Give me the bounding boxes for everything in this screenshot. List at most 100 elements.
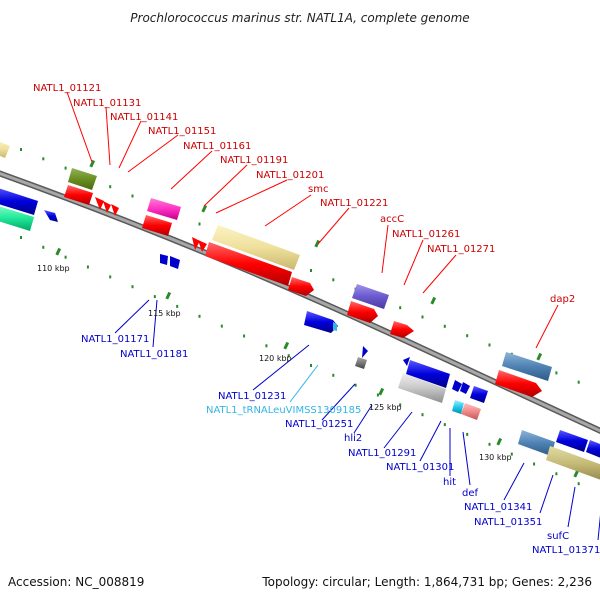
ruler-dot xyxy=(109,185,112,189)
accession-text: Accession: NC_008819 xyxy=(8,575,144,589)
gene-label: NATL1_01171 xyxy=(81,334,149,345)
gene-feature xyxy=(160,254,168,265)
gene-label: NATL1_01341 xyxy=(464,502,532,513)
gene-label: NATL1_tRNALeuVIMSS1309185 xyxy=(206,405,361,416)
gene-label: def xyxy=(462,488,479,499)
gene-label: NATL1_01131 xyxy=(73,98,141,109)
gene-feature xyxy=(355,357,367,369)
ruler-dot xyxy=(533,462,536,466)
gene-label: NATL1_01151 xyxy=(148,126,216,137)
ruler-dot xyxy=(153,295,156,299)
gene-label: NATL1_01251 xyxy=(285,419,353,430)
gene-feature xyxy=(390,321,414,338)
gene-label: hit xyxy=(443,477,456,488)
gene-feature xyxy=(352,284,389,309)
tick-label: 115 kbp xyxy=(148,309,181,318)
gene-feature xyxy=(461,403,481,420)
tick-label: 130 kbp xyxy=(479,453,512,462)
gene-label: NATL1_01271 xyxy=(427,244,495,255)
gene-feature xyxy=(347,301,378,323)
gene-feature xyxy=(68,168,97,190)
ruler-dot xyxy=(86,265,89,269)
gene-feature xyxy=(111,204,119,216)
gene-label: NATL1_01141 xyxy=(110,112,178,123)
gene-feature xyxy=(192,237,200,250)
gene-feature xyxy=(142,215,172,236)
ruler-dot xyxy=(176,304,179,308)
gene-feature xyxy=(333,322,337,331)
page-title: Prochlorococcus marinus str. NATL1A, com… xyxy=(130,11,469,25)
gene-label: NATL1_01121 xyxy=(33,83,101,94)
tick-label: 125 kbp xyxy=(369,403,402,412)
gene-feature xyxy=(103,201,111,213)
gene-label: NATL1_01191 xyxy=(220,155,288,166)
labels-bottom: NATL1_01171 NATL1_01181 NATL1_01231 NATL… xyxy=(81,334,600,556)
gene-feature xyxy=(403,357,410,366)
ruler-dot xyxy=(64,166,67,170)
gene-label: NATL1_01301 xyxy=(386,462,454,473)
ruler-dot xyxy=(577,482,580,486)
ruler-dot xyxy=(131,285,134,289)
ruler-dot xyxy=(399,306,402,310)
ruler-dot xyxy=(555,472,558,476)
ruler-dot xyxy=(332,278,335,282)
gene-feature xyxy=(362,346,368,358)
gene-label: smc xyxy=(308,184,328,195)
gene-feature xyxy=(0,142,10,158)
ruler-dot xyxy=(488,442,491,446)
gene-feature xyxy=(205,242,292,286)
gene-label: NATL1_01221 xyxy=(320,198,388,209)
gene-label: NATL1_01161 xyxy=(183,141,251,152)
ruler-dot xyxy=(42,157,45,161)
ruler-dot xyxy=(466,334,469,338)
tick-label: 110 kbp xyxy=(37,264,70,273)
gene-label: NATL1_01261 xyxy=(392,229,460,240)
ruler-dot xyxy=(399,403,402,407)
ruler-dot xyxy=(20,236,22,239)
ruler-dot xyxy=(555,371,558,375)
gene-feature xyxy=(44,210,58,222)
gene-feature xyxy=(518,430,555,456)
gene-feature xyxy=(556,430,588,452)
ruler-dot xyxy=(42,245,45,249)
gene-feature xyxy=(495,370,542,397)
major-ticks xyxy=(55,159,580,478)
genome-backbone xyxy=(0,170,600,435)
ruler-dot xyxy=(310,269,312,272)
gene-feature xyxy=(586,440,600,458)
ruler-dot xyxy=(510,452,513,456)
ruler-dot xyxy=(64,255,67,259)
gene-feature xyxy=(304,311,338,333)
ruler-dot xyxy=(109,275,112,279)
genes-top xyxy=(0,142,552,397)
leader-lines-top xyxy=(66,91,559,349)
gene-feature xyxy=(452,400,464,414)
gene-feature xyxy=(212,225,300,270)
leader-line-trna xyxy=(289,364,319,403)
ruler-dot xyxy=(376,393,379,397)
ruler-dot xyxy=(577,380,580,384)
ruler-dot xyxy=(220,324,223,328)
ruler-dot xyxy=(243,334,246,338)
gene-label: NATL1_01201 xyxy=(256,170,324,181)
ruler-dot xyxy=(20,148,22,151)
gene-feature xyxy=(95,197,104,210)
gene-label: dap2 xyxy=(550,294,575,305)
ruler-dot xyxy=(443,423,446,427)
gene-feature xyxy=(64,185,93,205)
gene-feature xyxy=(502,352,552,381)
gene-feature xyxy=(470,386,488,403)
ruler-dot xyxy=(354,383,357,387)
gene-label: NATL1_01231 xyxy=(218,391,286,402)
ruler-dot xyxy=(332,373,335,377)
leader-lines-bottom xyxy=(114,299,600,541)
ruler-dot xyxy=(310,364,312,367)
ruler-dot xyxy=(287,354,290,358)
ruler-dot xyxy=(265,344,268,348)
gene-label: accC xyxy=(380,214,404,225)
gene-feature xyxy=(170,256,180,269)
ruler-dot xyxy=(421,315,424,319)
gene-feature xyxy=(147,198,181,220)
genes-bottom xyxy=(0,188,600,480)
